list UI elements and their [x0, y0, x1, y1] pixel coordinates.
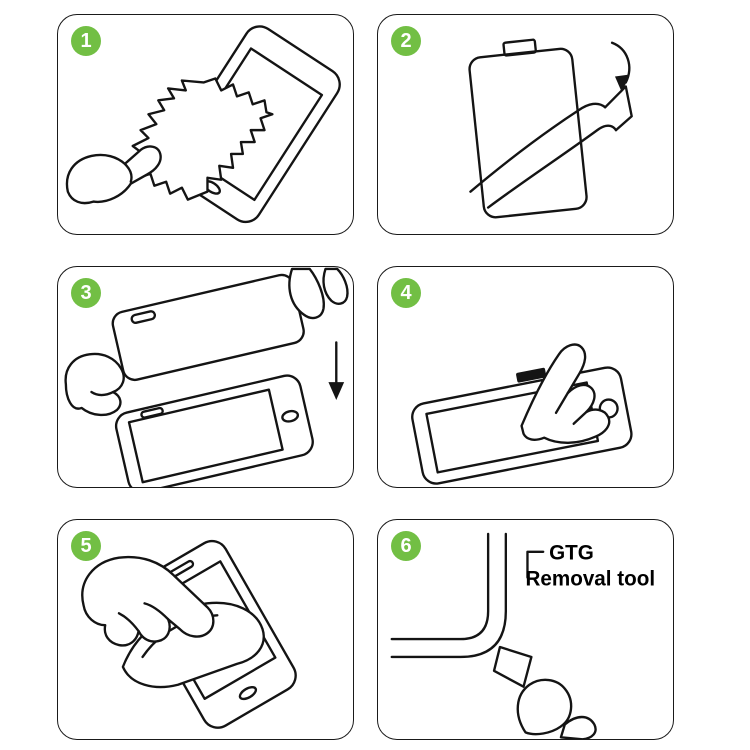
step-number-badge: 5 — [71, 530, 101, 561]
screen-protector-icon — [468, 38, 588, 219]
step-panel-4: 4 — [377, 266, 674, 488]
caption-gtg: GTG — [549, 541, 594, 564]
thumb-line — [123, 162, 133, 183]
wipe-screen-with-cloth-illustration — [65, 25, 341, 224]
cleaning-cloth-icon — [127, 77, 274, 201]
smoothing-hand-icon — [81, 555, 215, 647]
step-panel-5: 5 — [57, 518, 354, 740]
removal-tool-icon — [492, 645, 533, 688]
step-number: 6 — [400, 534, 412, 557]
step-number: 4 — [400, 282, 412, 305]
down-arrow-icon — [328, 341, 345, 401]
step-number: 5 — [80, 534, 92, 557]
step-number-badge: 4 — [391, 278, 421, 309]
curved-arrow-icon — [610, 41, 631, 93]
step-panel-6: 6 GTG Removal tool — [377, 518, 674, 740]
step-number: 2 — [400, 30, 412, 52]
step-number-badge: 3 — [71, 278, 101, 309]
peel-protective-film-illustration — [468, 38, 633, 219]
pressing-hand-icon — [520, 343, 611, 445]
step-number: 1 — [80, 30, 92, 52]
step-number-badge: 6 — [391, 530, 421, 561]
fingers-icon — [288, 268, 349, 320]
step-number-badge: 2 — [391, 26, 421, 56]
step-panel-1: 1 — [57, 14, 354, 236]
smooth-out-film-illustration — [81, 539, 297, 729]
corner-removal-tool-illustration: GTG Removal tool — [390, 532, 656, 739]
holding-hand-icon — [516, 678, 597, 739]
caption-removal-tool: Removal tool — [526, 567, 656, 590]
step-number-badge: 1 — [71, 26, 101, 56]
glass-protector-icon — [111, 274, 305, 382]
align-glass-over-phone-illustration — [64, 268, 349, 487]
press-screen-center-illustration — [411, 343, 633, 486]
left-hand-icon — [64, 353, 125, 417]
peeling-film-icon — [469, 85, 633, 209]
caption-leader-line — [526, 550, 545, 579]
step-panel-2: 2 — [377, 14, 674, 236]
hand-icon — [65, 145, 162, 205]
step-panel-3: 3 — [57, 266, 354, 488]
glass-corner-icon — [390, 532, 508, 658]
step-number: 3 — [80, 282, 92, 305]
phone-icon — [114, 374, 314, 487]
